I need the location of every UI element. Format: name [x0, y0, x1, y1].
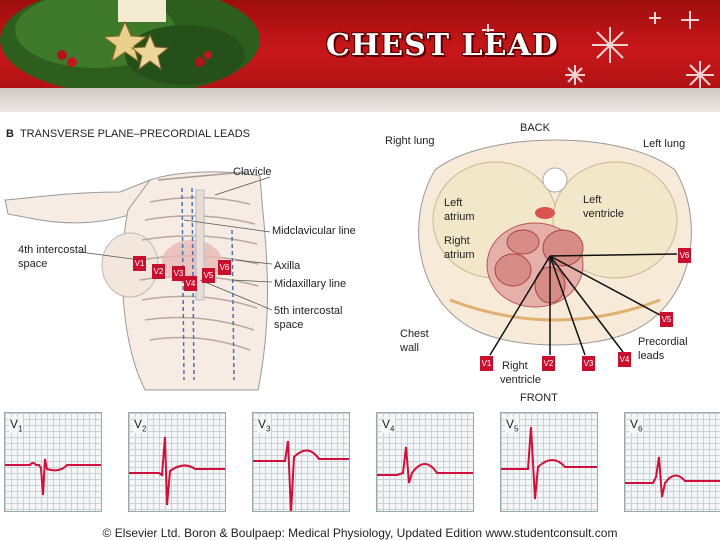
ecg-trace — [129, 436, 225, 506]
label-left-atrium-2: atrium — [444, 211, 475, 223]
label-left-atrium: Left — [444, 197, 463, 209]
label-right-lung: Right lung — [385, 135, 435, 147]
ecg-trace — [5, 458, 101, 496]
lead-tag-v3: V3 — [172, 266, 185, 281]
label-midclavicular: Midclavicular line — [272, 225, 356, 237]
ecg-trace — [625, 456, 720, 498]
cross-tag-v5: V5 — [660, 312, 673, 327]
label-right-atrium-2: atrium — [444, 249, 475, 261]
label-fifth-intercostal-2: space — [274, 319, 304, 331]
ecg-label: V6 — [629, 417, 644, 434]
ecg-strip-v1: V1 — [4, 412, 102, 512]
ecg-trace — [501, 426, 597, 500]
panel-heading: B TRANSVERSE PLANE–PRECORDIAL LEADS — [6, 128, 250, 140]
label-left-ventricle: Left — [583, 194, 602, 206]
label-back: BACK — [520, 122, 550, 134]
cross-tag-v6: V6 — [678, 248, 691, 263]
label-midaxillary: Midaxillary line — [274, 278, 347, 290]
ecg-strip-v4: V4 — [376, 412, 474, 512]
label-right-atrium: Right — [444, 235, 470, 247]
lead-tag-v6: V6 — [218, 260, 231, 275]
ecg-strip-v6: V6 — [624, 412, 720, 512]
label-fifth-intercostal: 5th intercostal — [274, 305, 343, 317]
label-fourth-intercostal: 4th intercostal — [18, 244, 87, 256]
ecg-label: V1 — [9, 417, 24, 434]
ecg-label: V4 — [381, 417, 396, 434]
ecg-strip-v3: V3 — [252, 412, 350, 512]
label-right-ventricle: Right — [502, 360, 528, 372]
label-left-lung: Left lung — [643, 138, 686, 150]
cross-tag-v2: V2 — [542, 356, 555, 371]
label-right-ventricle-2: ventricle — [500, 374, 541, 386]
slide-title: CHEST LEAD — [326, 28, 559, 63]
lead-tag-v4: V4 — [184, 276, 197, 291]
banner-strip — [0, 88, 720, 112]
ecg-strip-v5: V5 — [500, 412, 598, 512]
lead-tag-v1: V1 — [133, 256, 146, 271]
panel-letter: B — [6, 128, 14, 140]
label-fourth-intercostal-2: space — [18, 258, 48, 270]
label-chest-wall-2: wall — [400, 342, 419, 354]
ecg-strip-v2: V2 — [128, 412, 226, 512]
cross-section-illustration — [418, 139, 692, 356]
label-left-ventricle-2: ventricle — [583, 208, 624, 220]
cross-tag-v3: V3 — [582, 356, 595, 371]
ecg-label: V3 — [257, 417, 272, 434]
ecg-trace — [377, 446, 473, 484]
label-axilla: Axilla — [274, 260, 301, 272]
title-banner: CHEST LEAD — [0, 0, 720, 112]
label-chest-wall: Chest — [400, 328, 429, 340]
footer-credit: © Elsevier Ltd. Boron & Boulpaep: Medica… — [102, 526, 618, 540]
label-clavicle: Clavicle — [233, 166, 272, 178]
wreath-decoration — [0, 0, 714, 95]
label-precordial: Precordial — [638, 336, 688, 348]
cross-tag-v4: V4 — [618, 352, 631, 367]
ecg-label: V2 — [133, 417, 148, 434]
label-front: FRONT — [520, 392, 558, 404]
lead-tag-v5: V5 — [202, 268, 215, 283]
label-precordial-2: leads — [638, 350, 665, 362]
cross-tag-v1: V1 — [480, 356, 493, 371]
lead-tag-v2: V2 — [152, 264, 165, 279]
ecg-label: V5 — [505, 417, 520, 434]
ecg-trace — [253, 440, 349, 511]
panel-title: TRANSVERSE PLANE–PRECORDIAL LEADS — [19, 128, 251, 140]
